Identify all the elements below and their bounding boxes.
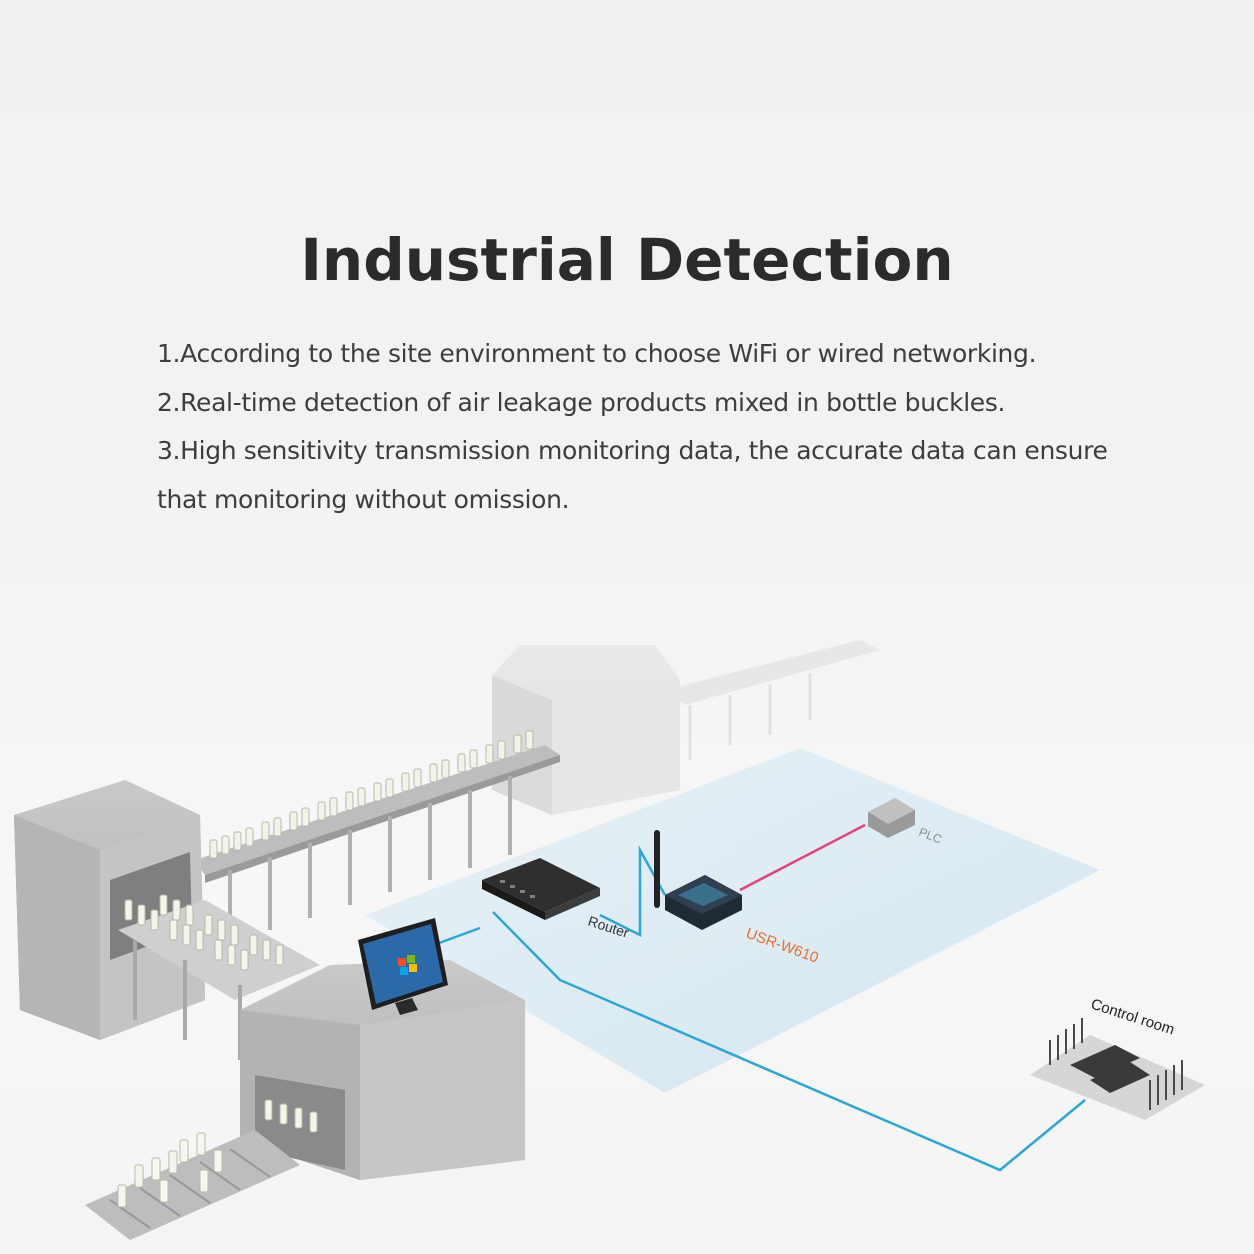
- feature-item-3: 3.High sensitivity transmission monitori…: [157, 436, 1108, 514]
- inspection-machine-bottom: [240, 960, 525, 1180]
- usr-w610-device-icon: [665, 875, 742, 930]
- router-icon: [482, 858, 600, 920]
- control-room-icon: [1030, 1018, 1205, 1120]
- industrial-network-illustration: Router USR-W610 PLC: [14, 640, 1205, 1240]
- network-floor: [365, 748, 1100, 1093]
- feature-item-2: 2.Real-time detection of air leakage pro…: [157, 387, 1006, 417]
- background-machine: [492, 640, 880, 815]
- feature-item-1: 1.According to the site environment to c…: [157, 339, 1037, 368]
- monitor-icon: [358, 918, 448, 1015]
- plc-box-icon: [868, 798, 915, 838]
- control-room-label: Control room: [1089, 996, 1177, 1039]
- page-title: Industrial Detection: [300, 226, 954, 294]
- feature-list: 1.According to the site environment to c…: [157, 330, 1117, 524]
- windows-logo-icon: [398, 955, 417, 975]
- exit-conveyor: [85, 1130, 300, 1240]
- serial-cable: [739, 823, 866, 892]
